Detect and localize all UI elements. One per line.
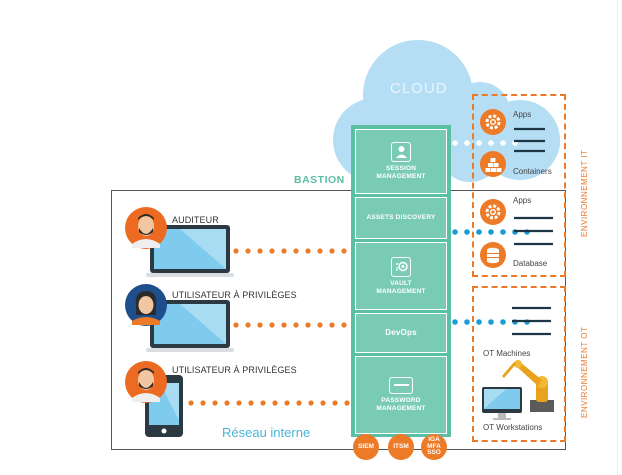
- monitor-icon: [482, 387, 522, 420]
- user-label-privileged-2: UTILISATEUR À PRIVILÈGES: [172, 365, 297, 375]
- user-screen-icon: [391, 142, 411, 162]
- module-vault-management[interactable]: VAULT MANAGEMENT: [355, 242, 447, 310]
- containers-icon: [480, 151, 506, 177]
- environment-it-box: [472, 94, 566, 277]
- gear-icon: [480, 199, 506, 225]
- badge-iga-mfa-sso[interactable]: IGA MFA SSO: [421, 434, 447, 460]
- bastion-title: BASTION: [294, 174, 345, 186]
- resource-label-ot-workstations: OT Workstations: [483, 423, 543, 432]
- cloud-label: CLOUD: [390, 80, 448, 97]
- resource-label-database: Database: [513, 259, 548, 268]
- user-privileged-2-device: [145, 375, 183, 437]
- database-icon: [480, 242, 506, 268]
- robot-arm-icon: [502, 360, 554, 412]
- module-devops[interactable]: DevOps: [355, 313, 447, 353]
- resource-label-cloud-apps: Apps: [513, 110, 532, 119]
- user-auditeur-device: [146, 225, 234, 277]
- badge-siem[interactable]: SIEM: [353, 434, 379, 460]
- connector-privileged-1: [233, 322, 347, 328]
- password-field-icon: [389, 377, 413, 394]
- connector-privileged-2: [188, 400, 350, 406]
- resource-label-containers: Containers: [513, 167, 552, 176]
- environment-ot-box: [472, 286, 566, 442]
- user-label-auditeur: AUDITEUR: [172, 215, 219, 225]
- gear-icon: [480, 109, 506, 135]
- connector-auditeur: [233, 248, 347, 254]
- internal-network-label: Réseau interne: [222, 425, 311, 440]
- module-password-management[interactable]: PASSWORD MANAGEMENT: [355, 356, 447, 434]
- user-label-privileged-1: UTILISATEUR À PRIVILÈGES: [172, 290, 297, 300]
- resource-label-internal-apps: Apps: [513, 196, 532, 205]
- vault-icon: [391, 256, 411, 277]
- module-assets-discovery[interactable]: ASSETS DISCOVERY: [355, 197, 447, 239]
- page-edge-divider: [617, 0, 618, 475]
- connector-cloud: [452, 140, 518, 146]
- module-session-management[interactable]: SESSION MANAGEMENT: [355, 129, 447, 194]
- resource-label-ot-machines: OT Machines: [483, 349, 531, 358]
- avatar-auditeur: [125, 207, 167, 249]
- avatar-privileged-user-man: [125, 361, 167, 403]
- badge-itsm[interactable]: ITSM: [388, 434, 414, 460]
- avatar-privileged-user-woman: [125, 284, 167, 326]
